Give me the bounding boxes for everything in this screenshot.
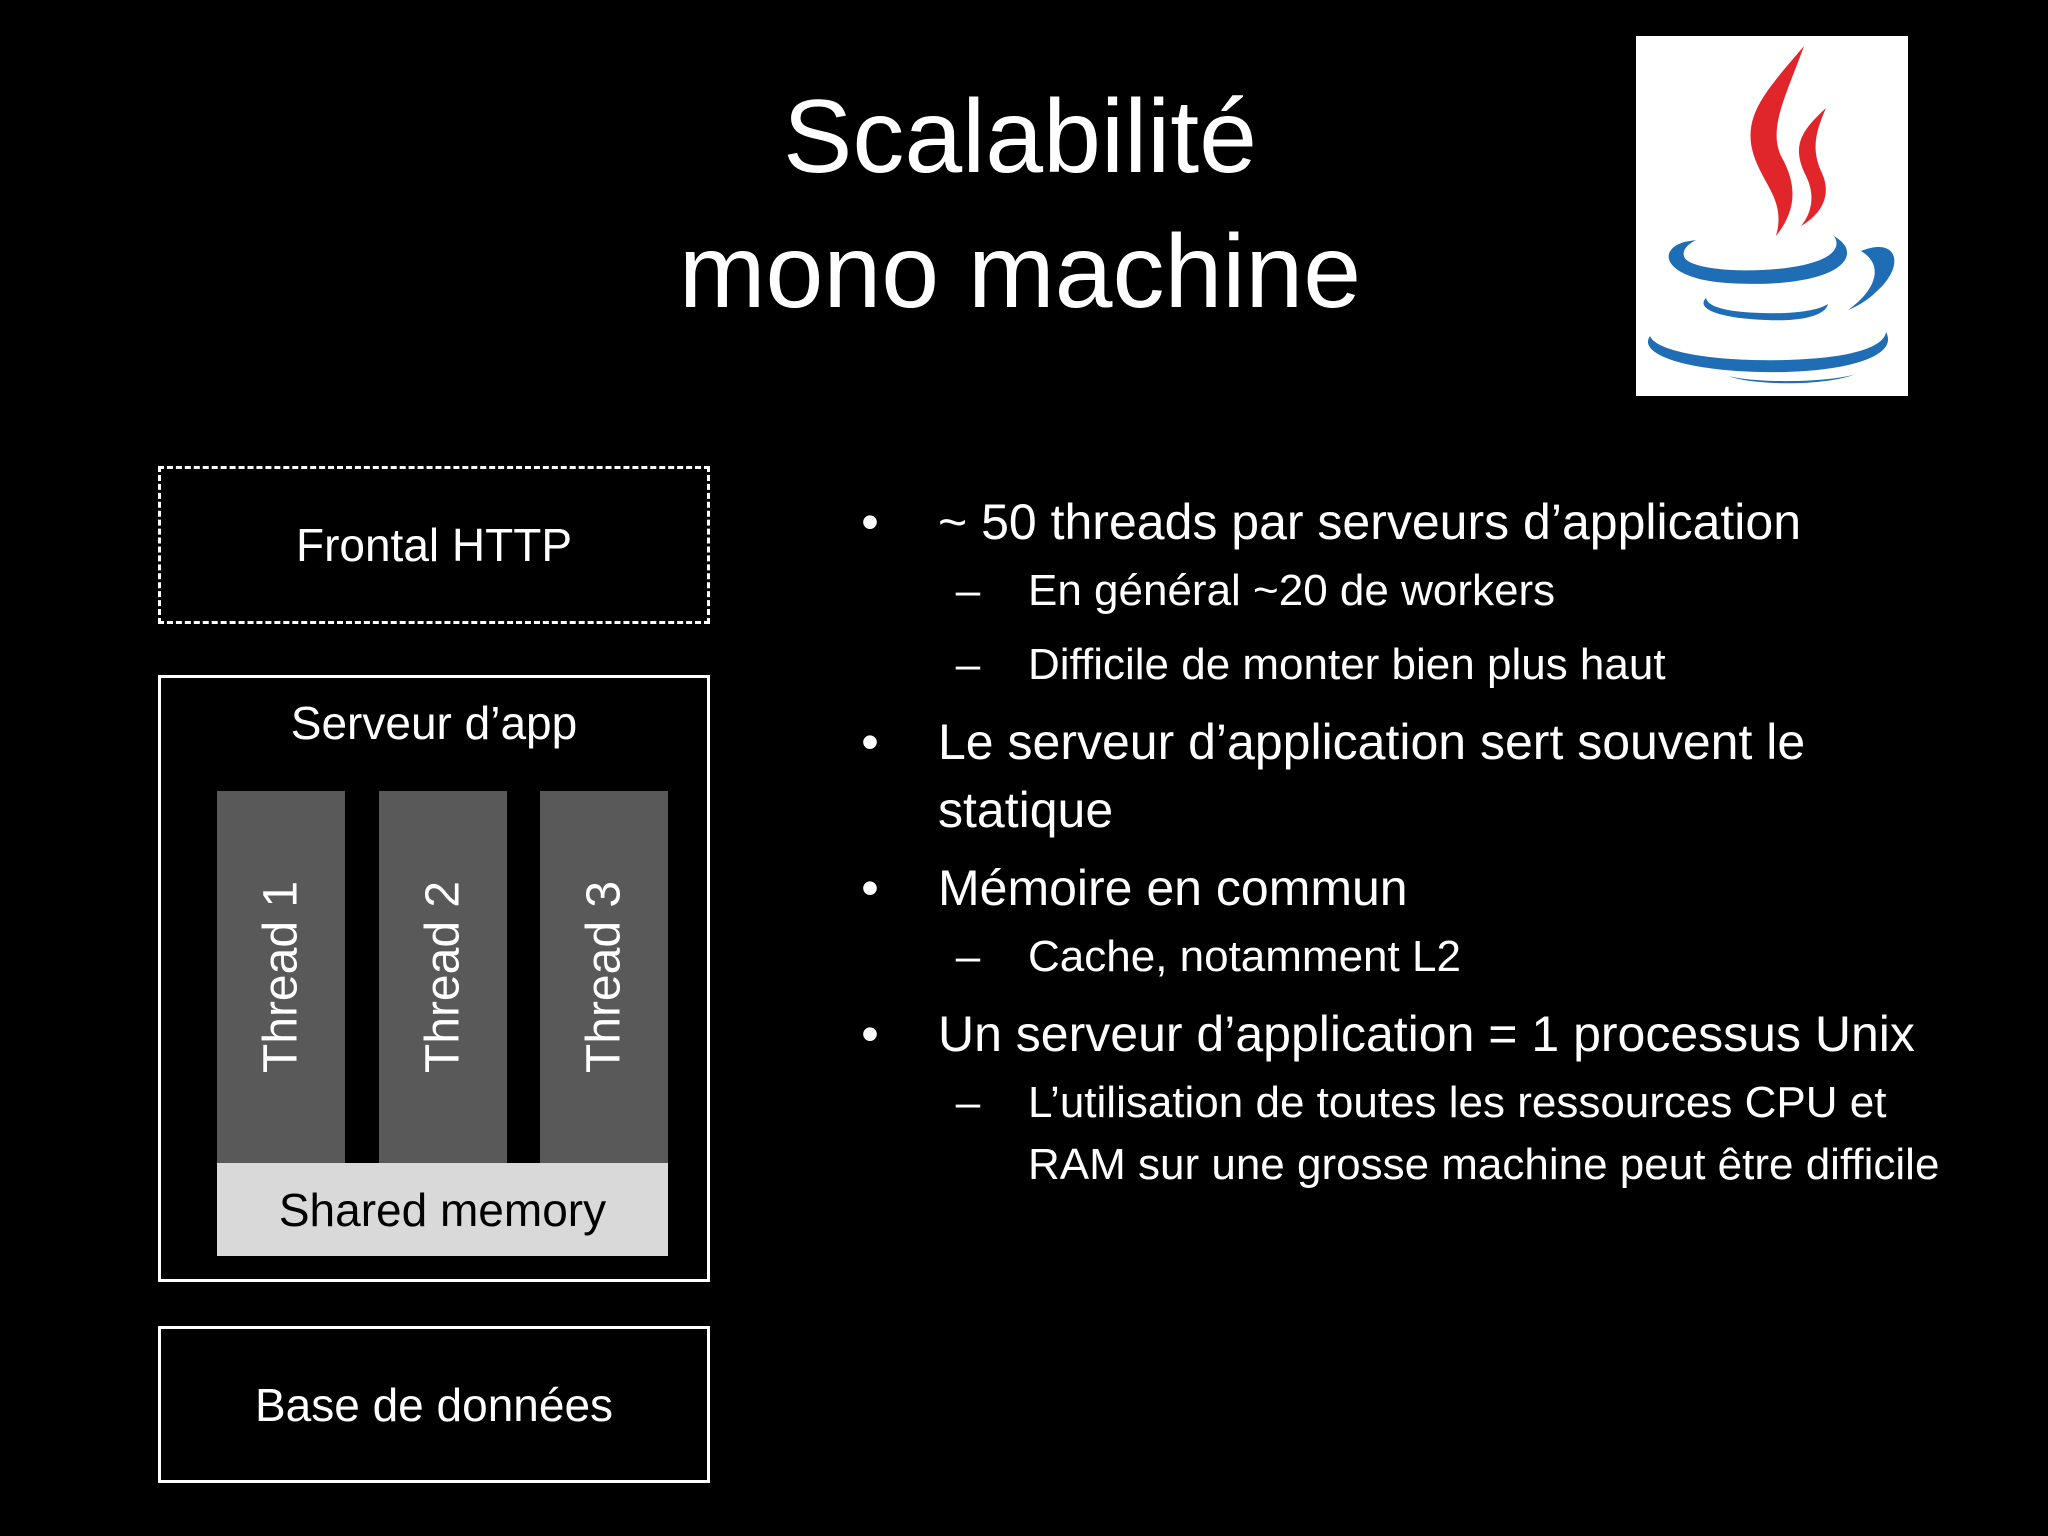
bullet-text: ~ 50 threads par serveurs d’application	[938, 494, 1802, 550]
dash-icon: –	[955, 1078, 981, 1127]
bullet-text: Mémoire en commun	[938, 860, 1408, 916]
app-server-label: Serveur d’app	[290, 697, 578, 749]
bullet-item: • Le serveur d’application sert souvent …	[850, 708, 1990, 844]
thread-3-block: Thread 3	[540, 791, 668, 1163]
sub-bullet-text: Cache, notamment L2	[1028, 932, 1461, 981]
title-line-1: Scalabilité	[782, 79, 1258, 195]
bullet-dot-icon: •	[861, 860, 879, 916]
shared-memory-label: Shared memory	[278, 1183, 607, 1236]
frontal-http-label: Frontal HTTP	[295, 519, 573, 571]
bullet-text: Un serveur d’application = 1 processus U…	[938, 1006, 1915, 1062]
dash-icon: –	[955, 640, 981, 689]
bullet-item: • Un serveur d’application = 1 processus…	[850, 1000, 1990, 1196]
thread-3-label: Thread 3	[577, 880, 631, 1074]
shared-memory-block: Shared memory	[217, 1163, 668, 1256]
bullet-list: • ~ 50 threads par serveurs d’applicatio…	[850, 478, 1990, 1208]
bullet-item: • Mémoire en commun – Cache, notamment L…	[850, 854, 1990, 988]
database-label: Base de données	[254, 1378, 614, 1431]
sub-bullet-item: – En général ~20 de workers	[938, 560, 1990, 622]
title-line-2: mono machine	[678, 214, 1362, 330]
sub-bullet-text: Difficile de monter bien plus haut	[1028, 640, 1666, 689]
dash-icon: –	[955, 566, 981, 615]
sub-bullet-list: – Cache, notamment L2	[938, 926, 1990, 988]
sub-bullet-item: – L’utilisation de toutes les ressources…	[938, 1072, 1990, 1196]
dash-icon: –	[955, 932, 981, 981]
bullet-item: • ~ 50 threads par serveurs d’applicatio…	[850, 488, 1990, 696]
bullet-text: Le serveur d’application sert souvent le…	[938, 714, 1806, 838]
app-server-box: Serveur d’app Thread 1 Thread 2 Thread 3…	[158, 675, 710, 1282]
bullet-dot-icon: •	[861, 1006, 879, 1062]
sub-bullet-list: – L’utilisation de toutes les ressources…	[938, 1072, 1990, 1196]
sub-bullet-item: – Difficile de monter bien plus haut	[938, 634, 1990, 696]
thread-1-label: Thread 1	[254, 880, 308, 1074]
thread-2-label: Thread 2	[416, 880, 470, 1074]
bullet-dot-icon: •	[861, 714, 879, 770]
slide-title: Scalabilité mono machine	[620, 70, 1420, 340]
thread-1-block: Thread 1	[217, 791, 345, 1163]
sub-bullet-text: L’utilisation de toutes les ressources C…	[1028, 1078, 1940, 1189]
frontal-http-box: Frontal HTTP	[158, 466, 710, 624]
java-logo-icon	[1636, 36, 1908, 396]
sub-bullet-text: En général ~20 de workers	[1028, 566, 1556, 615]
sub-bullet-list: – En général ~20 de workers – Difficile …	[938, 560, 1990, 696]
bullet-dot-icon: •	[861, 494, 879, 550]
database-box: Base de données	[158, 1326, 710, 1483]
thread-2-block: Thread 2	[379, 791, 507, 1163]
sub-bullet-item: – Cache, notamment L2	[938, 926, 1990, 988]
